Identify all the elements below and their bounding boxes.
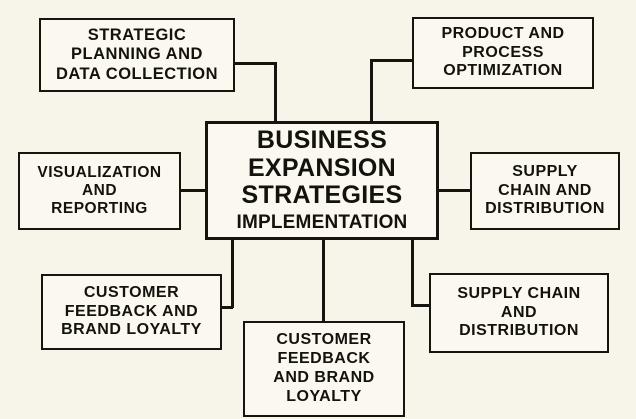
- center-subtitle: IMPLEMENTATION: [236, 211, 408, 233]
- connector-product-horizontal: [370, 59, 414, 62]
- node-strategic-planning-label: STRATEGIC PLANNING AND DATA COLLECTION: [55, 25, 219, 83]
- node-product-optimization-label: PRODUCT AND PROCESS OPTIMIZATION: [441, 24, 565, 80]
- node-center-business-expansion[interactable]: BUSINESS EXPANSION STRATEGIES IMPLEMENTA…: [205, 121, 439, 240]
- connector-customer-bottom-vertical: [322, 238, 325, 323]
- node-visualization-reporting-label: VISUALIZATION AND REPORTING: [37, 163, 162, 218]
- connector-customer-left-vertical: [231, 238, 234, 308]
- node-customer-feedback-bottom[interactable]: CUSTOMER FEEDBACK AND BRAND LOYALTY: [243, 321, 405, 417]
- node-customer-feedback-bottom-label: CUSTOMER FEEDBACK AND BRAND LOYALTY: [273, 331, 375, 405]
- node-supply-chain-bottom-label: SUPPLY CHAIN AND DISTRIBUTION: [457, 284, 581, 340]
- node-customer-feedback-left-label: CUSTOMER FEEDBACK AND BRAND LOYALTY: [61, 283, 202, 339]
- node-supply-chain-right-label: SUPPLY CHAIN AND DISTRIBUTION: [485, 162, 605, 218]
- connector-customer-left-horizontal: [219, 306, 233, 309]
- connector-product-vertical: [370, 59, 373, 124]
- node-supply-chain-right[interactable]: SUPPLY CHAIN AND DISTRIBUTION: [470, 152, 620, 230]
- node-visualization-reporting[interactable]: VISUALIZATION AND REPORTING: [18, 152, 181, 230]
- node-product-optimization[interactable]: PRODUCT AND PROCESS OPTIMIZATION: [412, 17, 594, 89]
- node-customer-feedback-left[interactable]: CUSTOMER FEEDBACK AND BRAND LOYALTY: [41, 274, 222, 350]
- connector-supply-bottom-vertical: [411, 238, 414, 306]
- connector-supply-bottom-horizontal: [411, 304, 432, 307]
- connector-supply-right-horizontal: [437, 189, 472, 192]
- connector-strategic-vertical: [274, 62, 277, 124]
- node-supply-chain-bottom[interactable]: SUPPLY CHAIN AND DISTRIBUTION: [429, 273, 609, 353]
- connector-visualization-horizontal: [179, 189, 208, 192]
- connector-strategic-horizontal: [233, 62, 277, 65]
- node-strategic-planning[interactable]: STRATEGIC PLANNING AND DATA COLLECTION: [39, 18, 235, 92]
- center-title: BUSINESS EXPANSION STRATEGIES: [241, 126, 403, 210]
